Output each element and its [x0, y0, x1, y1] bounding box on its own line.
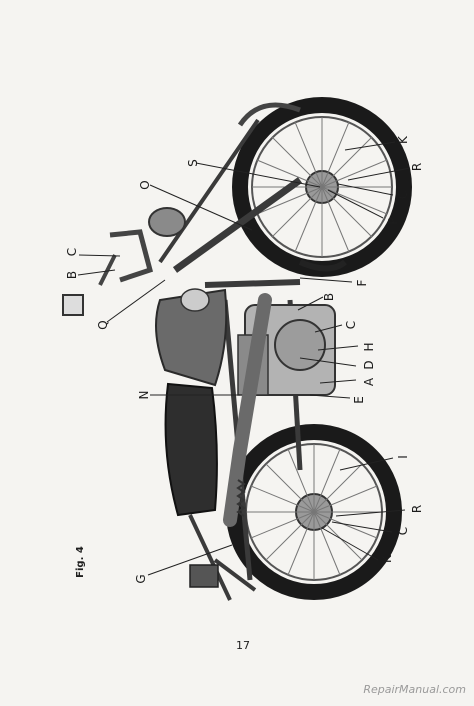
callout-lines: [77, 141, 411, 576]
callout-i: I: [396, 455, 410, 459]
callout-r-rear: R: [410, 504, 424, 514]
fuel-tank: [155, 288, 228, 387]
callout-n: N: [137, 390, 151, 400]
headlamp: [148, 207, 186, 237]
front-wheel: [232, 97, 412, 277]
callout-c-front: C: [396, 190, 410, 200]
callout-p: P: [386, 217, 400, 225]
callout-h: H: [362, 342, 376, 352]
handlebars: [62, 229, 154, 316]
callout-s: S: [186, 159, 200, 167]
callout-c-rear: C: [396, 526, 410, 536]
seat: [164, 382, 218, 517]
rear-shock: [236, 479, 246, 517]
callout-c-mid: C: [344, 320, 358, 330]
callout-k-front: K: [396, 136, 410, 144]
callout-k-rear: K: [380, 555, 394, 563]
callout-c-top: C: [65, 247, 79, 257]
tail-light: [189, 564, 219, 588]
watermark: RepairManual.com: [363, 683, 466, 696]
callout-q: Q: [96, 320, 110, 330]
callout-o: O: [138, 180, 152, 190]
exhaust: [223, 293, 272, 527]
callout-r-front: R: [410, 162, 424, 172]
callout-b-mid: B: [322, 292, 336, 302]
callout-a: A: [362, 377, 376, 387]
callout-b-top: B: [65, 270, 79, 280]
callout-g: G: [134, 574, 148, 584]
callout-e: E: [352, 396, 366, 404]
callout-f: F: [355, 279, 369, 287]
page-number: 17: [236, 639, 250, 652]
callout-d: D: [362, 360, 376, 370]
figure-label: Fig. 4: [75, 546, 86, 578]
rear-wheel: [226, 424, 402, 600]
